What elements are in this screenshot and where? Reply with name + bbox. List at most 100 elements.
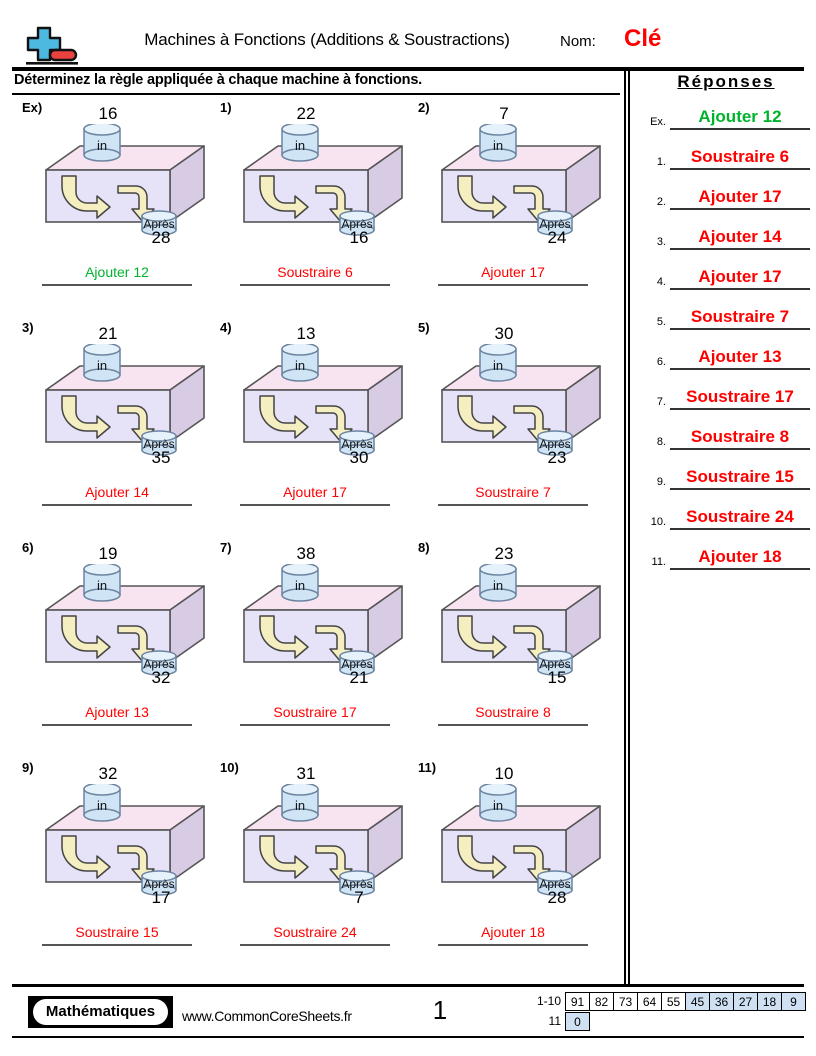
function-machine-icon: in Après (436, 562, 606, 676)
answer-key-value: Ajouter 13 (698, 347, 782, 366)
problem-answer[interactable]: Soustraire 15 (75, 924, 159, 940)
svg-text:Après: Après (539, 657, 570, 671)
answer-key-line (670, 448, 810, 450)
svg-text:in: in (493, 138, 503, 153)
answer-blank-line[interactable] (240, 944, 390, 946)
machine-input-value: 21 (98, 324, 118, 343)
machine-output-value: 23 (547, 448, 567, 467)
answer-blank-line[interactable] (42, 504, 192, 506)
machine-input-value: 19 (98, 544, 118, 563)
problem-number: 7) (220, 540, 232, 555)
svg-text:Après: Après (341, 657, 372, 671)
svg-text:in: in (97, 798, 107, 813)
problem-answer[interactable]: Ajouter 17 (481, 264, 545, 280)
instruction-rule (12, 93, 620, 95)
problem-answer[interactable]: Soustraire 8 (475, 704, 551, 720)
answer-key-line (670, 128, 810, 130)
answer-blank-line[interactable] (438, 944, 588, 946)
problem-answer[interactable]: Soustraire 17 (273, 704, 357, 720)
answer-blank-line[interactable] (240, 724, 390, 726)
machine-output-value: 7 (354, 888, 364, 907)
function-machine-icon: in Après (436, 342, 606, 456)
svg-text:Après: Après (539, 877, 570, 891)
svg-text:in: in (97, 578, 107, 593)
machine-output-value: 28 (151, 228, 171, 247)
answer-blank-line[interactable] (240, 284, 390, 286)
function-machine-icon: in Après (40, 342, 210, 456)
problem-answer[interactable]: Ajouter 17 (283, 484, 347, 500)
problem-answer[interactable]: Soustraire 7 (475, 484, 551, 500)
svg-text:in: in (295, 358, 305, 373)
machine-input-value: 30 (494, 324, 514, 343)
machine-input-value: 7 (499, 104, 509, 123)
answer-key-row: 6.Ajouter 13 (640, 332, 812, 372)
score-cell: 36 (709, 991, 734, 1011)
answer-key-number: 4. (656, 276, 666, 288)
answer-blank-line[interactable] (42, 944, 192, 946)
function-machine-icon: in Après (238, 122, 408, 236)
score-cell: 9 (781, 991, 806, 1011)
machine-input-value: 38 (296, 544, 316, 563)
problem-answer[interactable]: Ajouter 13 (85, 704, 149, 720)
answer-key-row: 11.Ajouter 18 (640, 532, 812, 572)
machine-output-value: 24 (547, 228, 567, 247)
machine-output-value: 30 (349, 448, 369, 467)
answer-blank-line[interactable] (438, 284, 588, 286)
answer-key-line (670, 288, 810, 290)
problem-answer[interactable]: Soustraire 24 (273, 924, 357, 940)
svg-text:in: in (493, 578, 503, 593)
machine-output-value: 35 (151, 448, 171, 467)
machine-input-value: 22 (296, 104, 316, 123)
score-cell: 18 (757, 991, 782, 1011)
problem-answer[interactable]: Ajouter 14 (85, 484, 149, 500)
answer-blank-line[interactable] (438, 724, 588, 726)
function-machine-icon: in Après (238, 562, 408, 676)
subject-badge-label: Mathématiques (33, 999, 168, 1025)
answer-key-value: Ajouter 12 (698, 107, 782, 126)
problem-answer[interactable]: Soustraire 6 (277, 264, 353, 280)
answer-key-line (670, 248, 810, 250)
problem-number: Ex) (22, 100, 43, 115)
function-machine-icon: in Après (40, 782, 210, 896)
header-rule (12, 67, 804, 71)
machine-output-value: 17 (151, 888, 171, 907)
score-cells: 0 (565, 1011, 590, 1031)
answer-key-value: Ajouter 18 (698, 547, 782, 566)
subject-badge: Mathématiques (28, 996, 173, 1028)
name-label: Nom: (560, 33, 596, 50)
problem-number: 9) (22, 760, 34, 775)
answer-blank-line[interactable] (240, 504, 390, 506)
function-machine-icon: in Après (40, 562, 210, 676)
machine-input-value: 23 (494, 544, 514, 563)
answer-key-number: 5. (656, 316, 666, 328)
svg-text:in: in (97, 358, 107, 373)
answer-blank-line[interactable] (42, 724, 192, 726)
answer-key-value: Ajouter 17 (698, 267, 782, 286)
problem-number: 5) (418, 320, 430, 335)
answer-blank-line[interactable] (438, 504, 588, 506)
svg-text:in: in (97, 138, 107, 153)
answer-key-line (670, 368, 810, 370)
machine-output-value: 32 (151, 668, 171, 687)
problem-answer[interactable]: Ajouter 12 (85, 264, 149, 280)
problem-number: 4) (220, 320, 232, 335)
answer-key-row: 3.Ajouter 14 (640, 212, 812, 252)
machine-output-value: 21 (349, 668, 369, 687)
answer-blank-line[interactable] (42, 284, 192, 286)
score-cell: 64 (637, 991, 662, 1011)
svg-text:in: in (493, 798, 503, 813)
problem-answer[interactable]: Ajouter 18 (481, 924, 545, 940)
page-number: 1 (432, 995, 448, 1025)
answer-key-title: Réponses (677, 72, 775, 91)
instruction-text: Déterminez la règle appliquée à chaque m… (14, 72, 423, 88)
answer-key-row: Ex.Ajouter 12 (640, 92, 812, 132)
